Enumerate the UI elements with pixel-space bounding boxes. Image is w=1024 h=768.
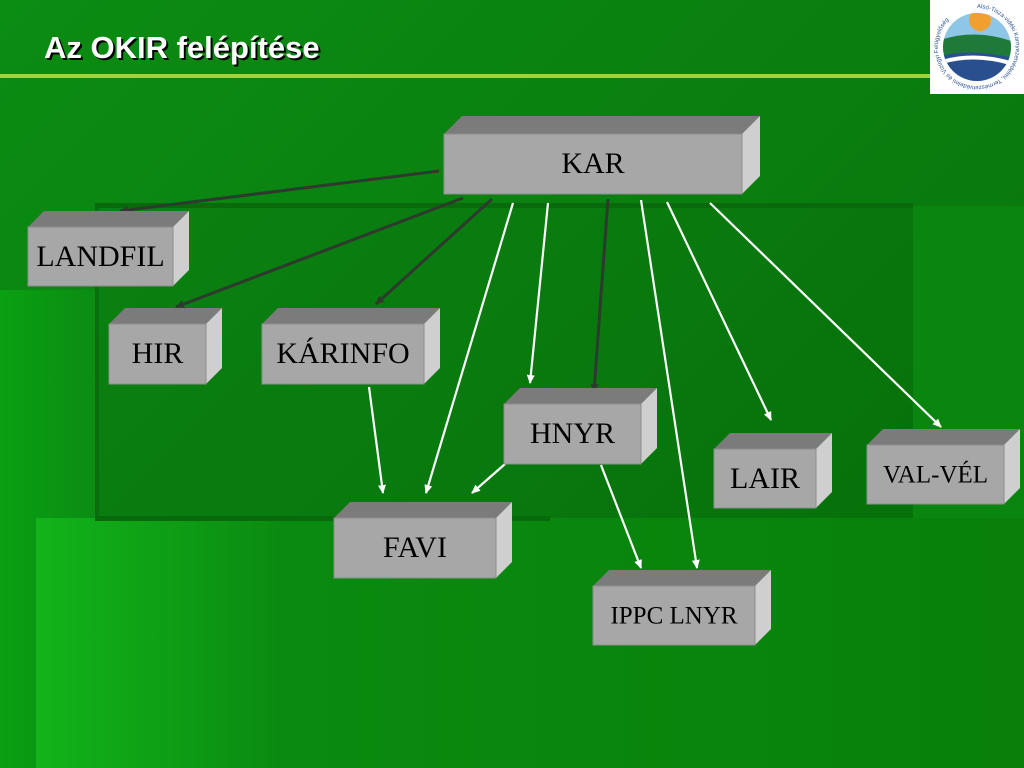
node-label-favi: FAVI (383, 531, 447, 564)
node-side-face (641, 388, 657, 464)
node-side-face (173, 211, 189, 286)
node-side-face (755, 570, 771, 645)
node-label-kar: KAR (561, 147, 625, 180)
edge-kar-to-hnyr-arrow (526, 202, 550, 384)
node-top-face (504, 388, 657, 404)
edge-kar-to-hir-arrow (175, 196, 464, 309)
edge-kar-to-ippc-arrow (639, 199, 700, 569)
node-box-karinfo (261, 308, 440, 385)
node-front-face (503, 403, 642, 465)
edge-hnyr-to-favi-arrow (471, 463, 506, 494)
logo-emblem-icon: Alsó-Tisza-vidéki Környezetvédelmi, Term… (934, 4, 1020, 90)
edge-kar-to-favi-arrow (424, 202, 515, 494)
node-box-lair (713, 433, 832, 509)
node-label-valvel: VAL-VÉL (882, 461, 989, 488)
node-box-hnyr (503, 388, 657, 465)
slide-title: Az OKIR felépítése (44, 30, 320, 65)
node-side-face (424, 308, 440, 384)
node-top-face (28, 211, 189, 227)
edge-kar-to-lair-arrow (666, 201, 772, 421)
node-top-face (714, 433, 832, 449)
organization-logo: Alsó-Tisza-vidéki Környezetvédelmi, Term… (930, 0, 1024, 94)
edge-kar-to-valvel-arrow (709, 202, 942, 428)
node-label-karinfo: KÁRINFO (276, 337, 410, 370)
node-box-ippc (592, 570, 771, 646)
node-top-face (109, 308, 222, 324)
node-label-hnyr: HNYR (529, 417, 616, 450)
edge-kar-to-hnyr-arrow (590, 198, 610, 393)
node-label-landfil: LANDFIL (36, 239, 165, 273)
node-top-face (593, 570, 771, 586)
node-front-face (261, 323, 425, 385)
node-box-favi (333, 502, 512, 579)
node-side-face (1004, 429, 1020, 504)
background-band (36, 518, 1024, 768)
background-strip-2 (95, 516, 550, 521)
node-side-face (742, 116, 760, 194)
node-front-face (592, 585, 756, 646)
edge-karinfo-to-favi-arrow (367, 386, 386, 494)
node-front-face (27, 226, 174, 287)
edge-kar-to-landfil-arrow (119, 169, 440, 214)
node-front-face (108, 323, 207, 385)
background-strip (95, 203, 913, 208)
node-box-hir (108, 308, 222, 385)
node-top-face (867, 429, 1020, 445)
node-box-landfil (27, 211, 189, 287)
node-label-ippc: IPPC LNYR (610, 602, 738, 629)
edge-kar-to-karinfo-arrow (374, 197, 494, 306)
node-label-hir: HIR (131, 337, 184, 370)
node-side-face (496, 502, 512, 578)
edge-hnyr-to-ippc-arrow (599, 464, 643, 569)
node-box-kar (443, 116, 760, 195)
node-front-face (333, 517, 497, 579)
node-side-face (816, 433, 832, 508)
title-underline (0, 74, 930, 78)
node-label-lair: LAIR (730, 461, 800, 495)
node-front-face (866, 444, 1005, 505)
node-top-face (444, 116, 760, 134)
node-front-face (713, 448, 817, 509)
node-top-face (262, 308, 440, 324)
node-top-face (334, 502, 512, 518)
node-front-face (443, 133, 743, 195)
node-side-face (206, 308, 222, 384)
node-box-valvel (866, 429, 1020, 505)
